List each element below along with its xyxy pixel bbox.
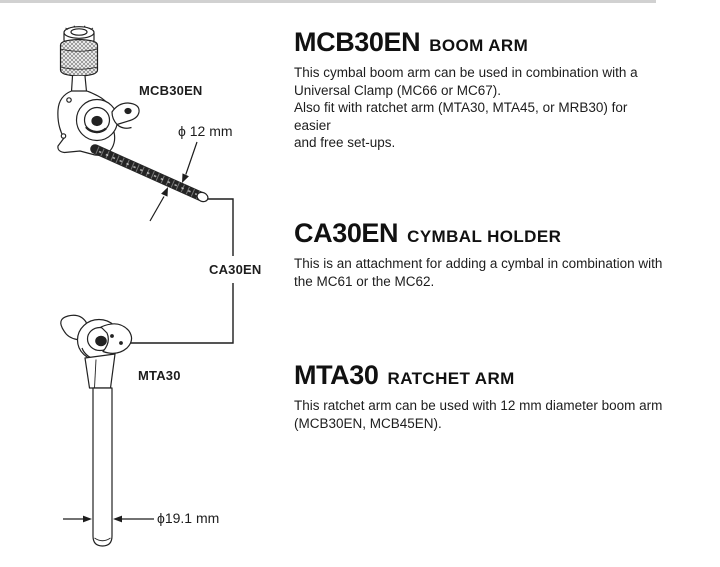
ratchet-arm-drawing [60,314,154,547]
ratchet-tube [92,387,113,547]
connector-part-label: CA30EN [209,262,262,277]
section-ca30en: CA30EN CYMBAL HOLDER This is an attachmen… [294,218,666,290]
tube-diameter-label: ϕ19.1 mm [157,510,220,526]
wing-bolt-icon [111,102,140,129]
knurled-knob-icon [59,38,99,77]
section-heading: MCB30EN BOOM ARM [294,27,666,61]
rod-tip [196,191,209,203]
section-mta30: MTA30 RATCHET ARM This ratchet arm can be… [294,360,666,432]
boom-diameter-label: ϕ 12 mm [178,123,233,139]
tube-diameter-arrows [63,515,154,523]
category-name: RATCHET ARM [387,369,515,388]
section-mcb30en: MCB30EN BOOM ARM This cymbal boom arm can… [294,27,666,152]
category-name: CYMBAL HOLDER [407,227,562,246]
boom-arm-part-label: MCB30EN [139,83,203,98]
section-heading: MTA30 RATCHET ARM [294,360,666,394]
boom-arm-drawing [57,25,209,222]
model-name: MCB30EN [294,27,421,57]
model-description: This cymbal boom arm can be used in comb… [294,65,638,150]
section-heading: CA30EN CYMBAL HOLDER [294,218,666,252]
connector-bracket-line [130,198,234,344]
tilter-neck [70,75,88,93]
boom-rod [90,144,209,203]
model-description: This ratchet arm can be used with 12 mm … [294,398,663,431]
ratchet-neck [84,353,116,389]
page-top-border [0,0,656,3]
model-description: This is an attachment for adding a cymba… [294,256,663,289]
model-name: CA30EN [294,218,399,248]
ratchet-arm-part-label: MTA30 [138,368,181,383]
category-name: BOOM ARM [429,36,529,55]
boom-diameter-arrows [149,141,198,222]
ratchet-clamp-icon [76,318,133,362]
model-name: MTA30 [294,360,379,390]
tilter-body-bracket [57,90,140,156]
